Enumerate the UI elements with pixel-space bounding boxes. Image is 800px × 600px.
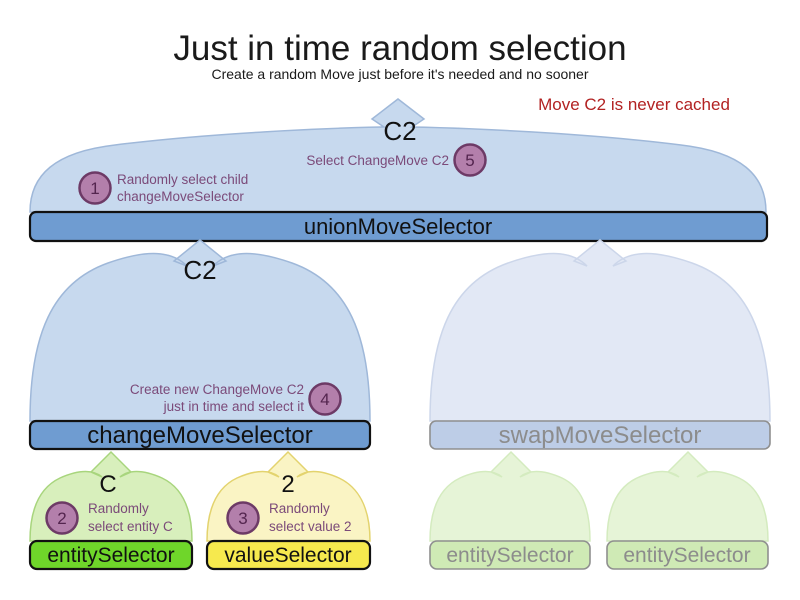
entity-selector-faded-right-label: entitySelector <box>623 544 750 567</box>
step-3-text-line2: select value 2 <box>269 519 352 534</box>
step-5-text: Select ChangeMove C2 <box>306 153 449 168</box>
step-4-number: 4 <box>320 390 329 409</box>
swap-arch-faded <box>429 239 771 422</box>
change-arch-label: C2 <box>183 255 216 285</box>
step-4-text-line1: Create new ChangeMove C2 <box>130 382 304 397</box>
swap-move-selector-label: swapMoveSelector <box>499 422 702 449</box>
value-selector-label: valueSelector <box>224 544 351 567</box>
entity-selector-bar <box>28 539 194 571</box>
step-4-circle <box>308 382 342 416</box>
union-arch <box>29 98 767 213</box>
change-move-selector-bar <box>28 419 372 451</box>
entity-selector-faded-left-bar <box>429 540 591 570</box>
page-title: Just in time random selection <box>173 29 626 68</box>
step-3-number: 3 <box>238 509 247 528</box>
entity-arch-faded-right <box>606 450 769 542</box>
entity-selector-faded-left-label: entitySelector <box>446 544 573 567</box>
union-move-selector-label: unionMoveSelector <box>304 214 492 239</box>
warning-note: Move C2 is never cached <box>538 95 730 114</box>
step-1-text-line2: changeMoveSelector <box>117 189 244 204</box>
step-5-circle <box>453 143 487 177</box>
change-move-selector-label: changeMoveSelector <box>87 422 312 449</box>
step-5-number: 5 <box>465 151 474 170</box>
step-1-text-line1: Randomly select child <box>117 172 248 187</box>
step-2-text-line1: Randomly <box>88 501 149 516</box>
entity-selector-faded-right-bar <box>606 540 769 570</box>
step-2-number: 2 <box>57 509 66 528</box>
union-arch-label: C2 <box>383 116 416 146</box>
value-arch-label: 2 <box>281 471 294 498</box>
swap-move-selector-bar <box>429 420 771 450</box>
step-2-text-line2: select entity C <box>88 519 173 534</box>
step-2-circle <box>45 501 79 535</box>
change-arch <box>29 239 371 422</box>
entity-arch-label: C <box>99 471 116 498</box>
step-1-number: 1 <box>90 179 99 198</box>
page-subtitle: Create a random Move just before it's ne… <box>211 66 588 82</box>
value-selector-bar <box>205 539 372 571</box>
step-1-circle <box>78 171 112 205</box>
step-3-circle <box>226 501 260 535</box>
union-move-selector-bar <box>28 210 769 243</box>
entity-selector-label: entitySelector <box>47 544 174 567</box>
entity-arch-faded-left <box>429 450 591 542</box>
step-3-text-line1: Randomly <box>269 501 330 516</box>
step-4-text-line2: just in time and select it <box>163 399 305 414</box>
